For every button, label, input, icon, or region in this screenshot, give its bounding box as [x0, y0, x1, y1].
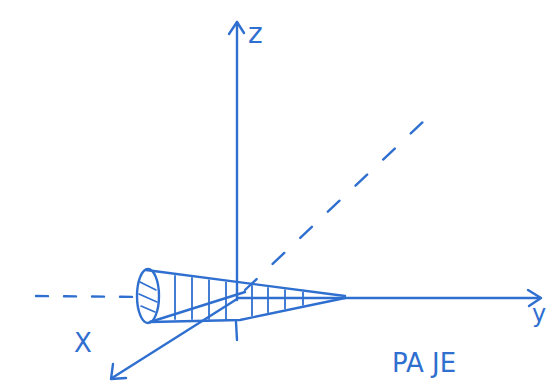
ellipse-hatch — [139, 294, 157, 302]
hatch-line — [174, 276, 176, 319]
end-ellipse — [137, 269, 159, 323]
tick-mark — [236, 322, 237, 340]
hatch-line — [225, 282, 227, 319]
ellipse-hatch — [140, 282, 156, 290]
x-arrowhead — [111, 364, 126, 379]
hatch-line — [267, 288, 269, 312]
hatch-line — [191, 278, 193, 319]
axis-label: y — [532, 302, 546, 326]
y-axis — [237, 297, 540, 299]
ellipse-hatch — [141, 306, 155, 312]
hatch-line — [208, 280, 210, 319]
axis-label: z — [248, 20, 263, 48]
z-axis — [236, 22, 238, 300]
wedge-bottom-edge — [150, 298, 345, 322]
hatch-line — [284, 290, 286, 308]
hatch-line — [302, 293, 304, 305]
wedge-diagonal — [150, 292, 245, 322]
note-text: PA JE — [392, 350, 456, 376]
y-axis-dashed — [36, 296, 140, 297]
hatch-line — [251, 286, 253, 316]
axis-label: X — [74, 330, 92, 356]
hidden-axis-dashed — [245, 120, 425, 290]
z-arrowhead — [229, 22, 244, 34]
